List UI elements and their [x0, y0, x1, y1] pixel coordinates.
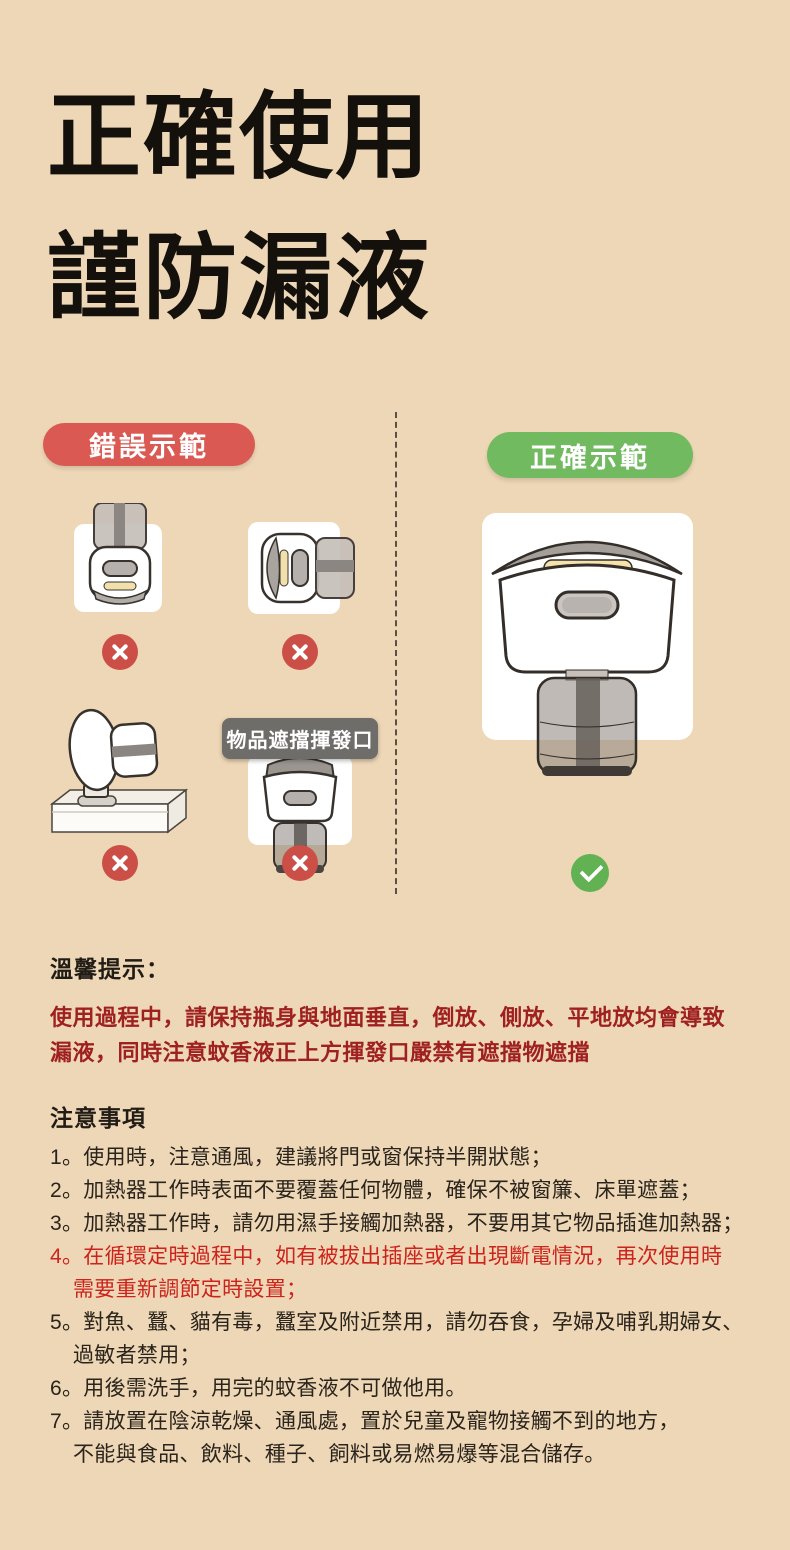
- note-marker: 7。: [50, 1410, 84, 1433]
- note-marker: 2。: [50, 1179, 84, 1202]
- note-text: 加熱器工作時，請勿用濕手接觸加熱器，不要用其它物品插進加熱器；: [83, 1212, 744, 1235]
- wrong-example-badge: 錯誤示範: [43, 423, 255, 466]
- device-sideways-illustration: [248, 522, 355, 614]
- note-item-4: 4。在循環定時過程中，如有被拔出插座或者出現斷電情況，再次使用時 需要重新調節定…: [50, 1240, 758, 1306]
- notes-list: 1。使用時，注意通風，建議將門或窗保持半開狀態； 2。加熱器工作時表面不要覆蓋任…: [50, 1141, 758, 1471]
- note-item-5: 5。對魚、蠶、貓有毒，蠶室及附近禁用，請勿吞食，孕婦及哺乳期婦女、 過敏者禁用；: [50, 1306, 758, 1372]
- note-text: 對魚、蠶、貓有毒，蠶室及附近禁用，請勿吞食，孕婦及哺乳期婦女、 過敏者禁用；: [73, 1311, 744, 1367]
- x-mark-icon: [282, 845, 318, 881]
- block-warning-label-text: 物品遮擋揮發口: [226, 730, 374, 752]
- note-marker: 1。: [50, 1146, 84, 1169]
- note-text: 在循環定時過程中，如有被拔出插座或者出現斷電情況，再次使用時 需要重新調節定時設…: [73, 1245, 723, 1301]
- device-lying-flat-illustration: [50, 708, 188, 834]
- title-line-2: 謹防漏液: [47, 225, 432, 330]
- note-item-6: 6。用後需洗手，用完的蚊香液不可做他用。: [50, 1372, 758, 1405]
- note-item-7: 7。請放置在陰涼乾燥、通風處，置於兒童及寵物接觸不到的地方， 不能與食品、飲料、…: [50, 1405, 758, 1471]
- x-mark-icon: [102, 634, 138, 670]
- note-marker: 4。: [50, 1245, 84, 1268]
- correct-example-badge-label: 正確示範: [530, 442, 650, 473]
- note-item-2: 2。加熱器工作時表面不要覆蓋任何物體，確保不被窗簾、床單遮蓋；: [50, 1174, 758, 1207]
- note-item-3: 3。加熱器工作時，請勿用濕手接觸加熱器，不要用其它物品插進加熱器；: [50, 1207, 758, 1240]
- check-mark-icon: [571, 854, 609, 892]
- page-title: 正確使用 謹防漏液: [47, 66, 431, 348]
- note-marker: 5。: [50, 1311, 84, 1334]
- x-mark-icon: [282, 634, 318, 670]
- device-upside-down-illustration: [74, 503, 162, 612]
- x-mark-icon: [102, 845, 138, 881]
- note-text: 用後需洗手，用完的蚊香液不可做他用。: [83, 1377, 467, 1400]
- note-marker: 3。: [50, 1212, 84, 1235]
- block-warning-label: 物品遮擋揮發口: [222, 718, 378, 759]
- note-item-1: 1。使用時，注意通風，建議將門或窗保持半開狀態；: [50, 1141, 758, 1174]
- note-text: 請放置在陰涼乾燥、通風處，置於兒童及寵物接觸不到的地方， 不能與食品、飲料、種子…: [73, 1410, 680, 1466]
- tips-heading: 溫馨提示：: [50, 956, 170, 982]
- note-marker: 6。: [50, 1377, 84, 1400]
- note-text: 加熱器工作時表面不要覆蓋任何物體，確保不被窗簾、床單遮蓋；: [83, 1179, 701, 1202]
- title-line-1: 正確使用: [47, 84, 432, 189]
- notes-heading: 注意事項: [50, 1105, 146, 1131]
- wrong-example-badge-label: 錯誤示範: [89, 432, 209, 462]
- note-text: 使用時，注意通風，建議將門或窗保持半開狀態；: [83, 1146, 552, 1169]
- tips-body: 使用過程中，請保持瓶身與地面垂直，倒放、側放、平地放均會導致 漏液，同時注意蚊香…: [50, 1005, 726, 1065]
- dashed-divider: [395, 412, 397, 894]
- device-upright-correct-illustration: [482, 513, 693, 776]
- correct-example-badge: 正確示範: [487, 432, 693, 478]
